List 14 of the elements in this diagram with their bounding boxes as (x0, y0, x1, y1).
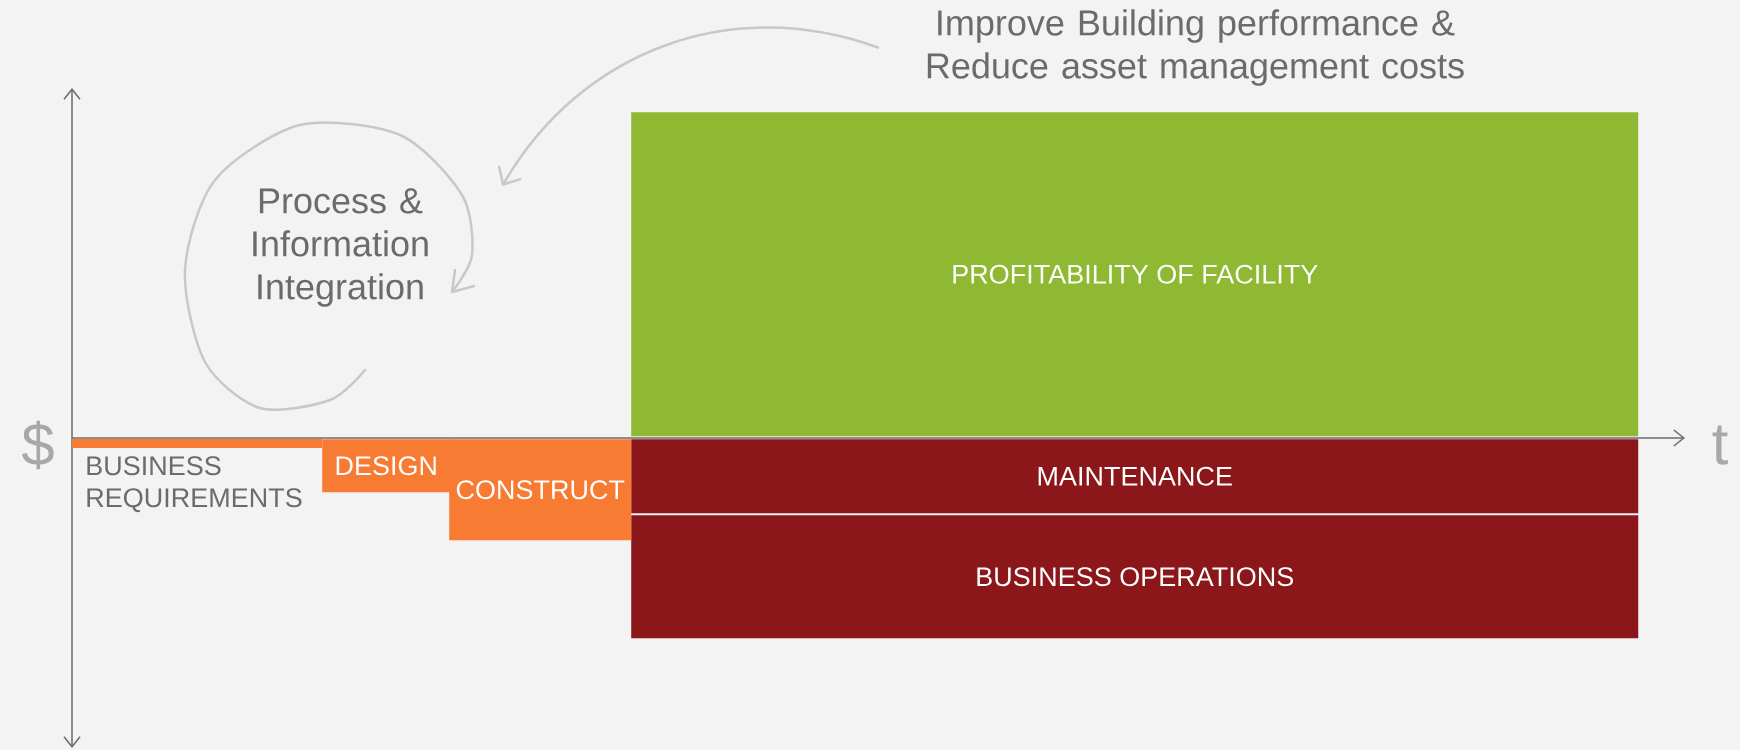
node-label: BUSINESS OPERATIONS (977, 567, 1294, 587)
node-label: BUSINESS REQUIREMENTS (87, 456, 302, 513)
stage-block: BUSINESS OPERATIONS (631, 515, 1639, 639)
node-label: DESIGN (336, 456, 436, 476)
stage-block: PROFITABILITY OF FACILITY (631, 112, 1639, 437)
caption-text: Improve Building performance & Reduce asset management costs (927, 9, 1464, 86)
caption-text: Process & Information Integration (253, 188, 428, 307)
curved-arrow (497, 26, 880, 187)
stage-bar: BUSINESS REQUIREMENTS (72, 439, 322, 513)
stage-block: DESIGN (322, 439, 451, 493)
axis-label: t (1712, 425, 1728, 465)
stage-block: MAINTENANCE (631, 439, 1639, 514)
node-label: CONSTRUCT (456, 480, 625, 500)
node-label: MAINTENANCE (1038, 466, 1232, 486)
